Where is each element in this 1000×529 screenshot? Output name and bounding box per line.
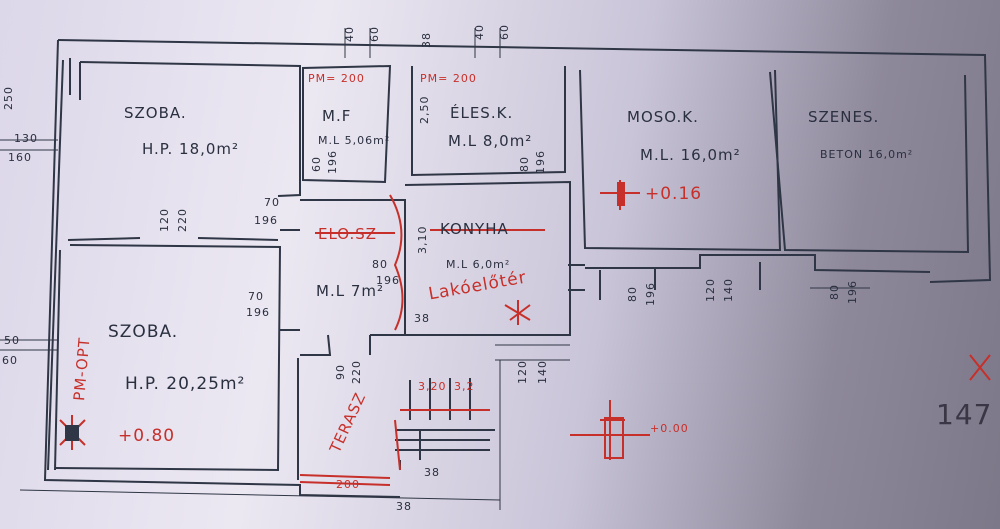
dim-top-2: 60 bbox=[368, 26, 381, 42]
dim-220: 220 bbox=[176, 208, 189, 232]
dim-v-60: 60 bbox=[310, 156, 323, 172]
dim-80: 80 bbox=[372, 258, 388, 271]
dim-left-50: 50 bbox=[4, 334, 20, 347]
room-hall-area: M.L 7m² bbox=[316, 282, 385, 300]
room-szenes-name: SZENES. bbox=[808, 108, 880, 126]
level-000: +0.00 bbox=[650, 422, 689, 435]
dim-left-60: 60 bbox=[2, 354, 18, 367]
dim-top-5: 60 bbox=[498, 24, 511, 40]
dim-140b: 140 bbox=[722, 278, 735, 302]
dim-80c: 80 bbox=[828, 284, 841, 300]
dim-310: 3,10 bbox=[416, 225, 429, 255]
dim-220b: 220 bbox=[350, 360, 363, 384]
dim-v-250: 2,50 bbox=[418, 95, 431, 125]
eles-note: PM= 200 bbox=[420, 72, 477, 85]
dim-120b: 120 bbox=[516, 360, 529, 384]
room-szenes bbox=[769, 71, 970, 254]
dim-80b: 80 bbox=[626, 286, 639, 302]
stair-32: 3,2 bbox=[454, 380, 475, 393]
level-016: +0.16 bbox=[645, 184, 703, 204]
dim-top-1: 40 bbox=[343, 26, 356, 42]
room-mosok-area: M.L. 16,0m² bbox=[640, 146, 741, 164]
dim-v-80: 80 bbox=[518, 156, 531, 172]
room-konyha-name: KONYHA bbox=[440, 220, 509, 238]
stair-lines bbox=[395, 429, 495, 470]
room-konyha-alt: ELO.SZ bbox=[318, 225, 378, 243]
dim-70b: 70 bbox=[248, 290, 264, 303]
dim-196c: 196 bbox=[376, 274, 400, 287]
room-szoba1-area: H.P. 18,0m² bbox=[142, 140, 240, 158]
level-marker-016 bbox=[617, 182, 625, 206]
dim-top-4: 40 bbox=[473, 24, 486, 40]
dim-120: 120 bbox=[158, 208, 171, 232]
dim-bot-38b: 38 bbox=[396, 500, 412, 513]
dim-70a: 70 bbox=[264, 196, 280, 209]
dim-120c: 120 bbox=[704, 278, 717, 302]
dim-left-250: 250 bbox=[2, 86, 15, 110]
room-szoba2-area: H.P. 20,25m² bbox=[125, 374, 246, 394]
room-szoba1-name: SZOBA. bbox=[124, 104, 187, 122]
stair-320: 3,20 bbox=[418, 380, 447, 393]
red-strike bbox=[315, 229, 545, 234]
room-eles-area: M.L 8,0m² bbox=[448, 132, 533, 150]
room-mosok-name: MOSO.K. bbox=[627, 108, 699, 126]
dim-v-196b: 196 bbox=[534, 150, 547, 174]
room-eles bbox=[411, 66, 566, 177]
dim-38: 38 bbox=[414, 312, 430, 325]
room-mf-name: M.F bbox=[322, 107, 352, 125]
dim-90: 90 bbox=[334, 364, 347, 380]
dim-196a: 196 bbox=[254, 214, 278, 227]
corner-number: 147 bbox=[936, 398, 993, 431]
dim-top-3: 38 bbox=[420, 32, 433, 48]
dim-196e: 196 bbox=[846, 280, 859, 304]
room-mf bbox=[302, 64, 392, 184]
room-eles-name: ÉLES.K. bbox=[450, 104, 514, 122]
room-konyha-area: M.L 6,0m² bbox=[446, 258, 511, 271]
dim-left-130: 130 bbox=[14, 132, 38, 145]
room-mf-area: M.L 5,06m² bbox=[318, 134, 391, 147]
room-szoba2-name: SZOBA. bbox=[108, 322, 179, 342]
outer-wall bbox=[57, 39, 992, 283]
level-080: +0.80 bbox=[118, 426, 176, 446]
dim-196b: 196 bbox=[246, 306, 270, 319]
dim-bot-200: 200 bbox=[336, 478, 360, 491]
mf-note: PM= 200 bbox=[308, 72, 365, 85]
dim-196d: 196 bbox=[644, 282, 657, 306]
dim-left-160: 160 bbox=[8, 151, 32, 164]
dim-140: 140 bbox=[536, 360, 549, 384]
dim-bot-38a: 38 bbox=[424, 466, 440, 479]
dim-v-196a: 196 bbox=[326, 150, 339, 174]
room-szenes-area: BETON 16,0m² bbox=[820, 148, 914, 161]
